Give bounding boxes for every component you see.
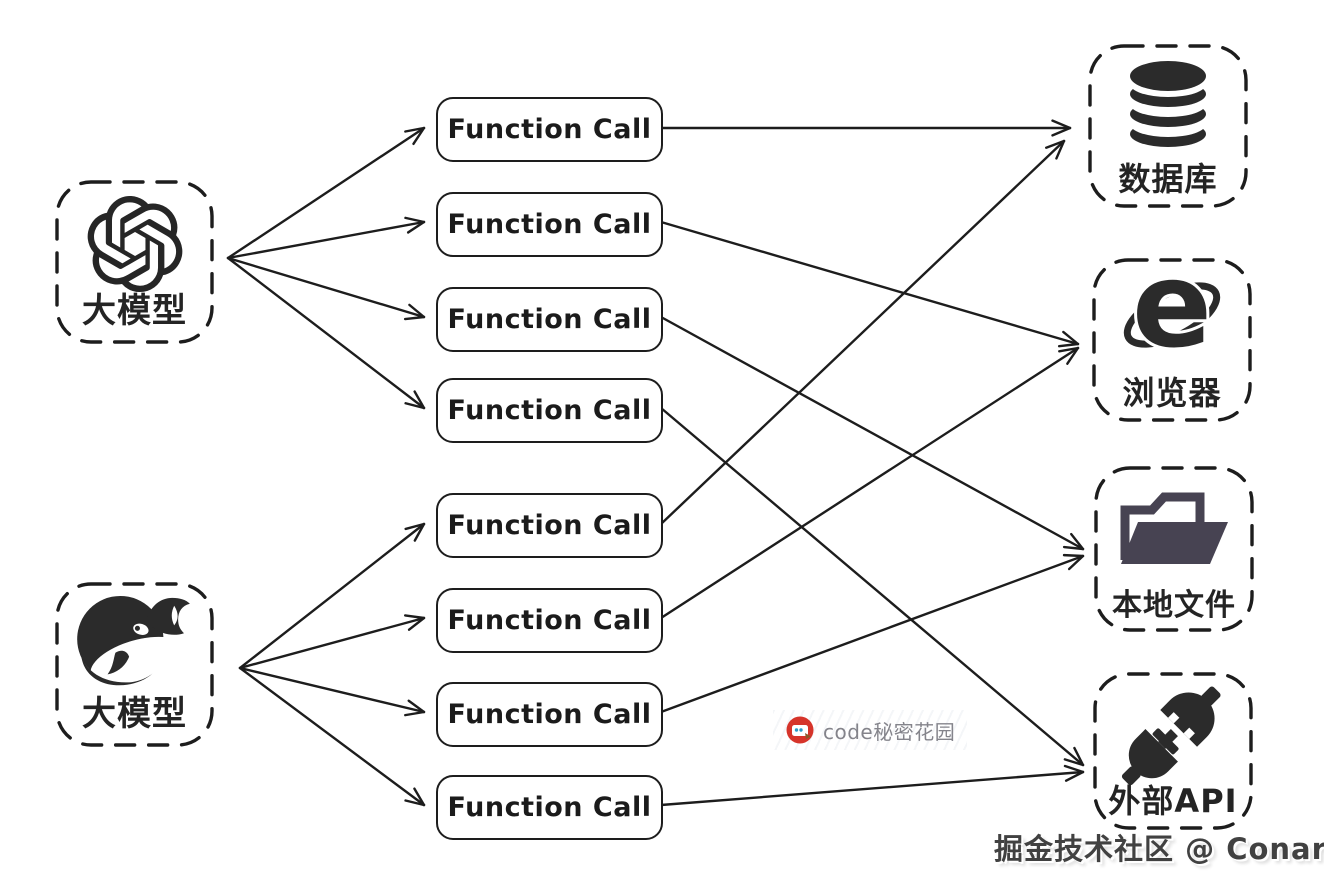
function-call-label: Function Call (447, 605, 652, 636)
function-call-label: Function Call (447, 792, 652, 823)
red-badge-icon (786, 716, 814, 744)
node-label: 大模型 (82, 291, 187, 331)
node-function-call-1: Function Call (436, 97, 663, 162)
svg-text:e: e (1132, 266, 1212, 364)
node-function-call-2: Function Call (436, 192, 663, 257)
node-llm-deepseek: 大模型 (55, 582, 214, 747)
node-llm-openai: 大模型 (55, 180, 214, 344)
function-call-label: Function Call (447, 209, 652, 240)
node-database: 数据库 (1088, 44, 1248, 208)
node-label: 本地文件 (1112, 588, 1236, 623)
function-call-label: Function Call (447, 510, 652, 541)
node-function-call-4: Function Call (436, 378, 663, 443)
function-call-label: Function Call (447, 114, 652, 145)
function-call-label: Function Call (447, 304, 652, 335)
node-browser: e 浏览器 (1092, 258, 1252, 422)
node-function-call-6: Function Call (436, 588, 663, 653)
watermark-juejin: 掘金技术社区 @ ConardLi (994, 832, 1324, 866)
node-label: 浏览器 (1122, 374, 1222, 412)
dashed-border (1088, 44, 1248, 208)
deepseek-whale-icon (76, 595, 190, 687)
dashed-border (55, 582, 214, 747)
node-function-call-5: Function Call (436, 493, 663, 558)
node-function-call-8: Function Call (436, 775, 663, 840)
node-label: 大模型 (82, 694, 187, 734)
node-label: 外部API (1108, 782, 1238, 820)
database-icon (1130, 61, 1206, 147)
watermark-text: code秘密花园 (823, 719, 956, 744)
node-label: 数据库 (1118, 160, 1218, 198)
browser-e-icon: e (1123, 266, 1221, 364)
dashed-border (1093, 672, 1253, 830)
function-call-label: Function Call (447, 699, 652, 730)
node-function-call-3: Function Call (436, 287, 663, 352)
openai-logo-icon (87, 196, 182, 292)
node-external-api: 外部API (1093, 672, 1253, 830)
open-folder-icon (1120, 492, 1228, 564)
plug-connect-icon (1121, 686, 1221, 786)
function-call-label: Function Call (447, 395, 652, 426)
dashed-border (1092, 258, 1252, 422)
dashed-border (55, 180, 214, 344)
dashed-border (1094, 466, 1254, 632)
watermark-code-garden: code秘密花园 (773, 710, 968, 750)
node-local-files: 本地文件 (1094, 466, 1254, 632)
node-function-call-7: Function Call (436, 682, 663, 747)
